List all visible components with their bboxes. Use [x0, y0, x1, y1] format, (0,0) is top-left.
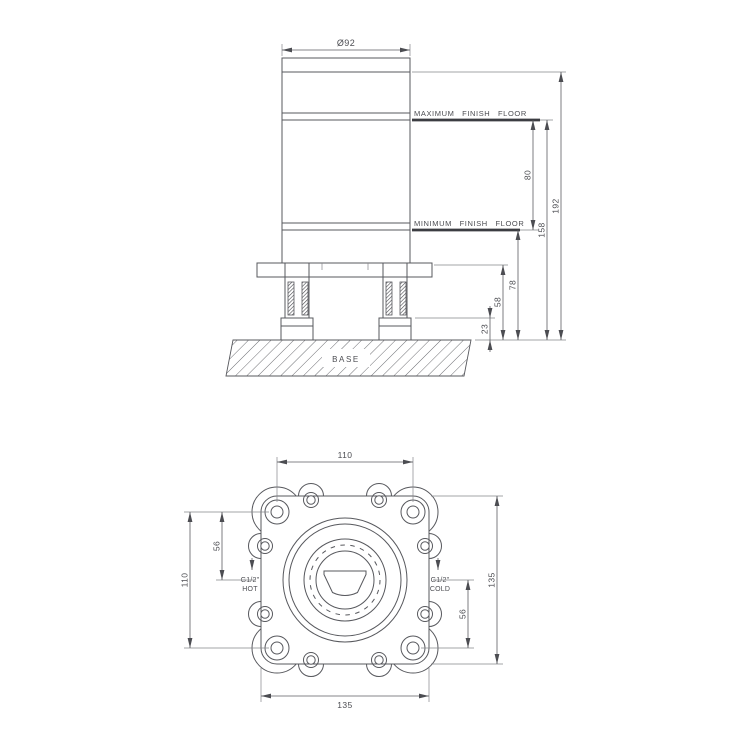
- dim-left-110-label: 110: [180, 573, 190, 588]
- right-leg: [378, 277, 412, 341]
- dim-diameter-label: Ø92: [337, 38, 355, 48]
- base-label: BASE: [332, 355, 360, 364]
- dim-78: 78: [508, 230, 521, 340]
- right-foot: [378, 317, 412, 341]
- dim-58-label: 58: [493, 297, 503, 307]
- cold-size-label: G1/2": [431, 577, 450, 584]
- dim-left-110: 110: [180, 511, 269, 649]
- mounting-plate: [256, 262, 433, 278]
- hot-size-label: G1/2": [241, 577, 260, 584]
- dim-58: 58: [493, 265, 506, 340]
- dim-192-label: 192: [551, 198, 561, 213]
- edge-holes: [257, 492, 433, 668]
- left-foot: [280, 317, 314, 341]
- side-view: BASE MAXIMUM FINISH FLOOR MINIMUM FINISH…: [225, 38, 566, 377]
- valve-seat: [323, 570, 367, 596]
- dim-left-56-label: 56: [212, 541, 222, 551]
- dim-right-135: 135: [431, 495, 503, 665]
- dim-top-110: 110: [276, 450, 414, 502]
- plan-view: G1/2" HOT G1/2" COLD 110 110 56: [180, 450, 503, 710]
- dim-192: 192: [551, 72, 564, 340]
- dim-78-label: 78: [508, 280, 518, 290]
- cold-inlet: G1/2" COLD: [430, 558, 450, 593]
- dim-bottom-135: 135: [260, 668, 430, 710]
- dim-top-110-label: 110: [338, 450, 353, 460]
- dim-bottom-135-label: 135: [337, 700, 352, 710]
- dim-23-label: 23: [480, 324, 490, 334]
- hot-inlet: G1/2" HOT: [241, 558, 260, 593]
- min-finish-floor-label: MINIMUM FINISH FLOOR: [414, 219, 524, 228]
- dim-right-56-label: 56: [458, 609, 468, 619]
- corner-holes: [264, 499, 426, 661]
- base-hatch: BASE: [225, 339, 472, 377]
- valve-body: [282, 517, 408, 643]
- dim-left-56: 56: [212, 512, 256, 581]
- max-finish-floor-label: MAXIMUM FINISH FLOOR: [414, 109, 527, 118]
- dim-158: 158: [537, 120, 550, 340]
- dim-right-135-label: 135: [487, 572, 497, 587]
- max-finish-floor: MAXIMUM FINISH FLOOR: [412, 109, 553, 122]
- min-finish-floor: MINIMUM FINISH FLOOR: [412, 219, 539, 232]
- dim-80: 80: [523, 120, 536, 230]
- dim-right-56: 56: [421, 579, 474, 649]
- dim-23: 23: [480, 306, 493, 352]
- dim-diameter: Ø92: [281, 38, 411, 56]
- dim-158-label: 158: [537, 222, 547, 237]
- cold-label: COLD: [430, 586, 450, 593]
- dim-80-label: 80: [523, 170, 533, 180]
- left-leg: [280, 277, 314, 341]
- base-label-box: [322, 349, 370, 367]
- cylinder-body: [281, 57, 411, 264]
- hot-label: HOT: [242, 586, 258, 593]
